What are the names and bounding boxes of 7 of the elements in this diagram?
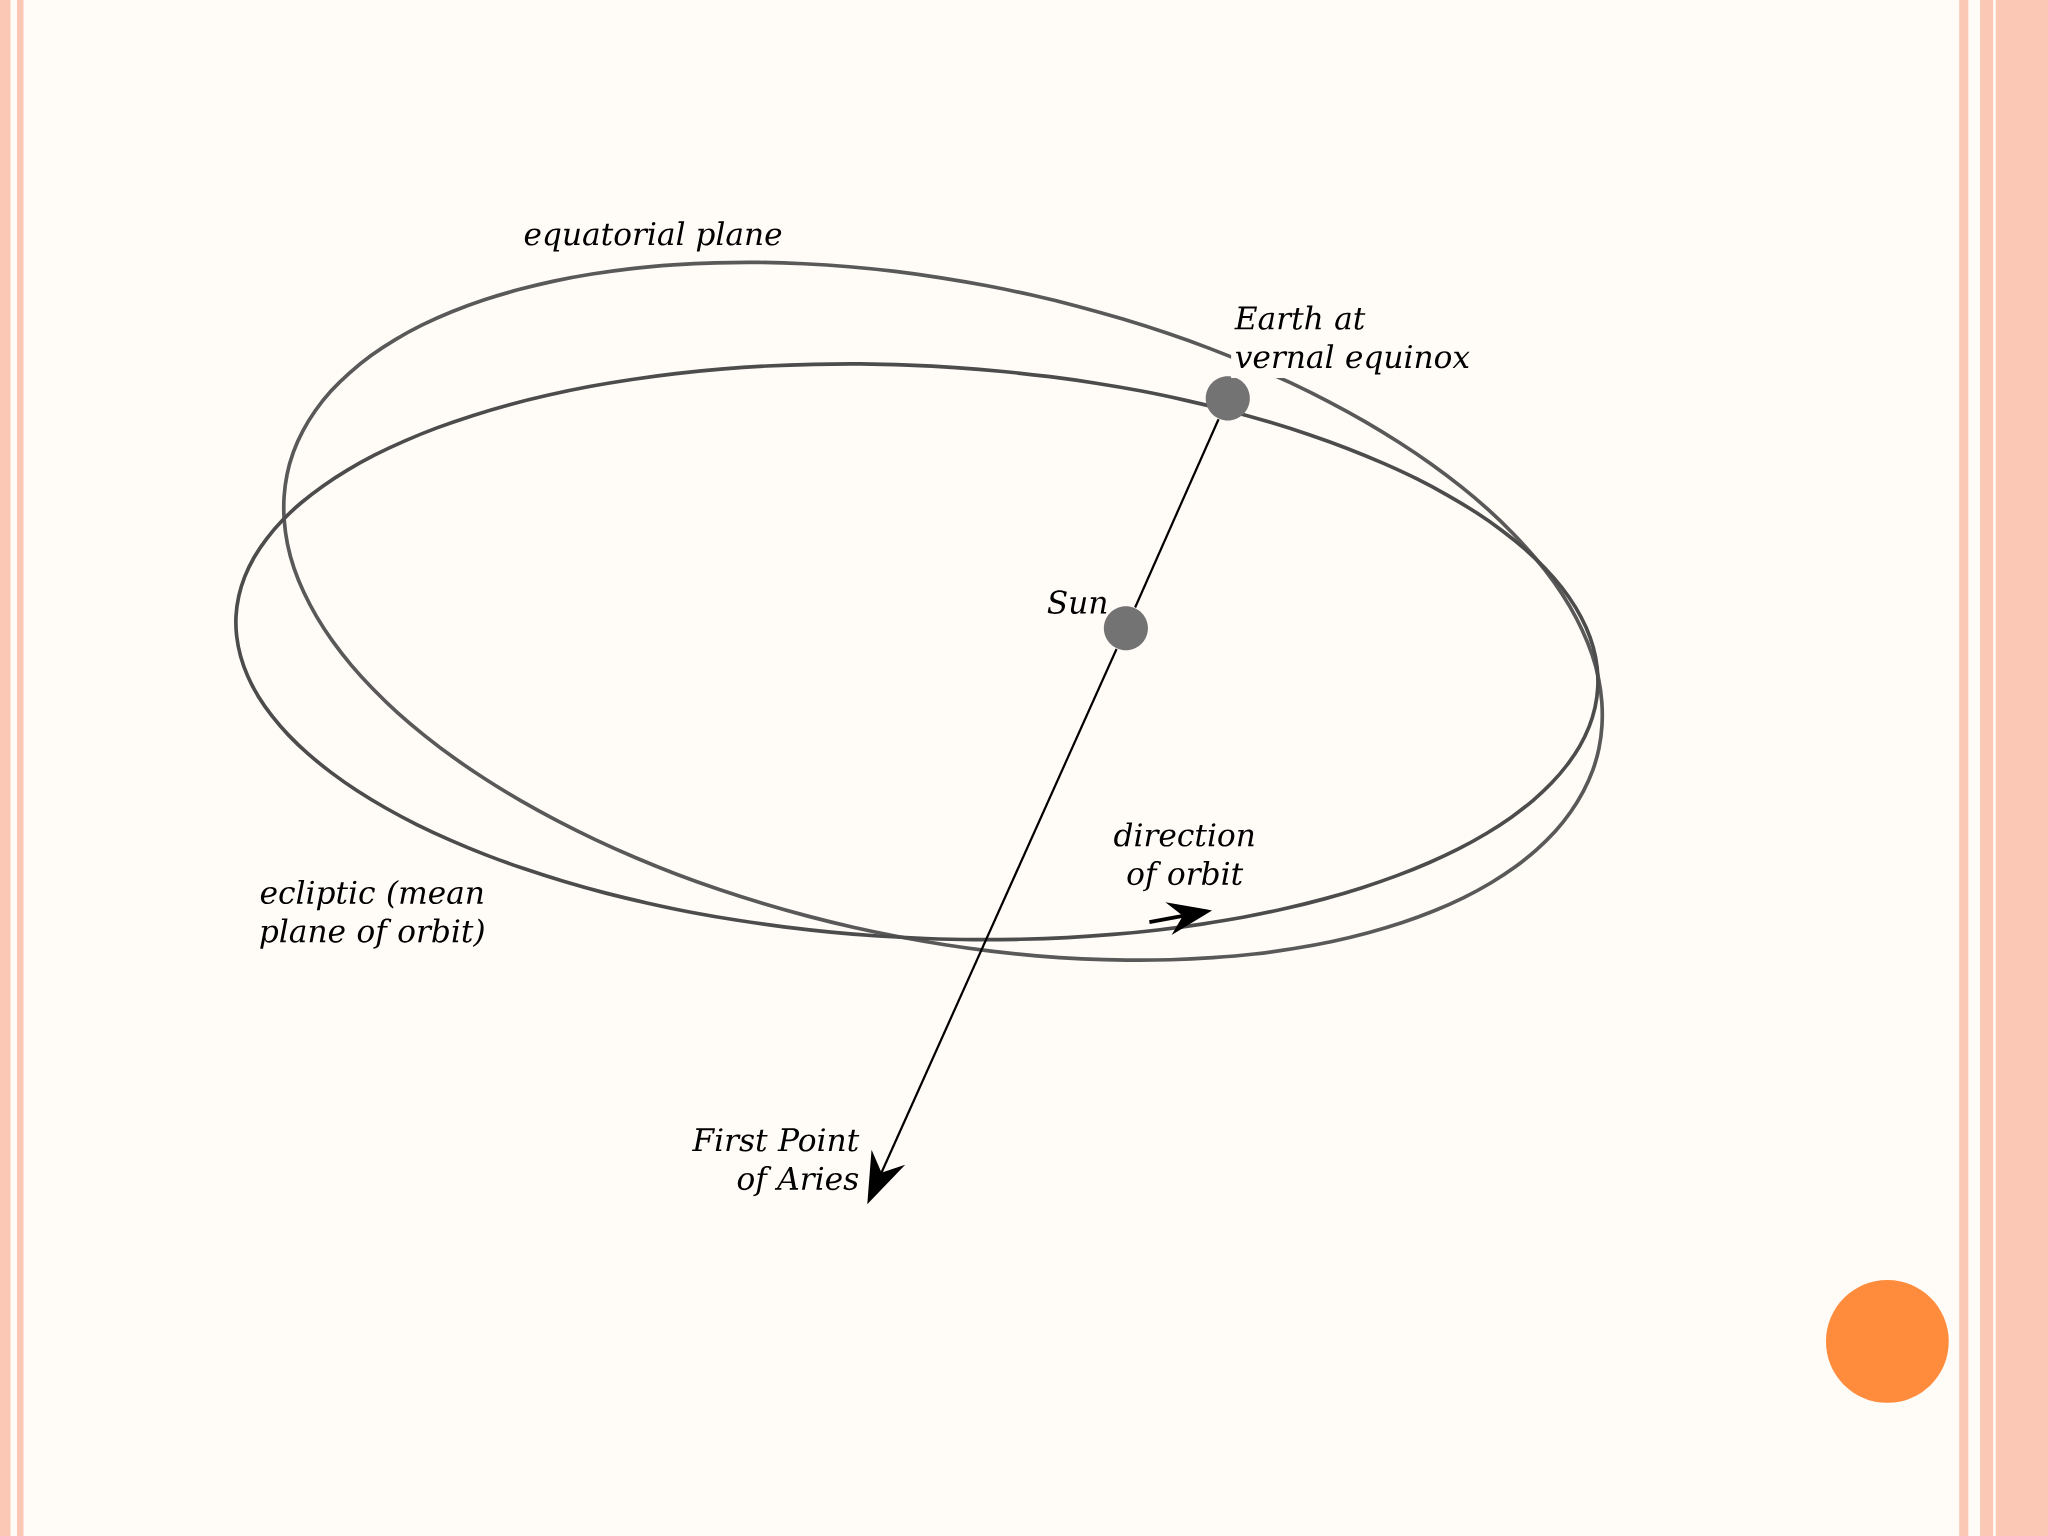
point-label: Earth at vernal equinox [1231,301,1479,379]
plane-label: equatorial plane [524,221,782,252]
point-label: First Point of Aries [692,1128,860,1197]
point-dot [1205,376,1250,421]
plane-label: direction of orbit [1114,822,1254,892]
plane-label: ecliptic (mean plane of orbit) [260,879,484,949]
point-label: Sun [1047,590,1107,614]
